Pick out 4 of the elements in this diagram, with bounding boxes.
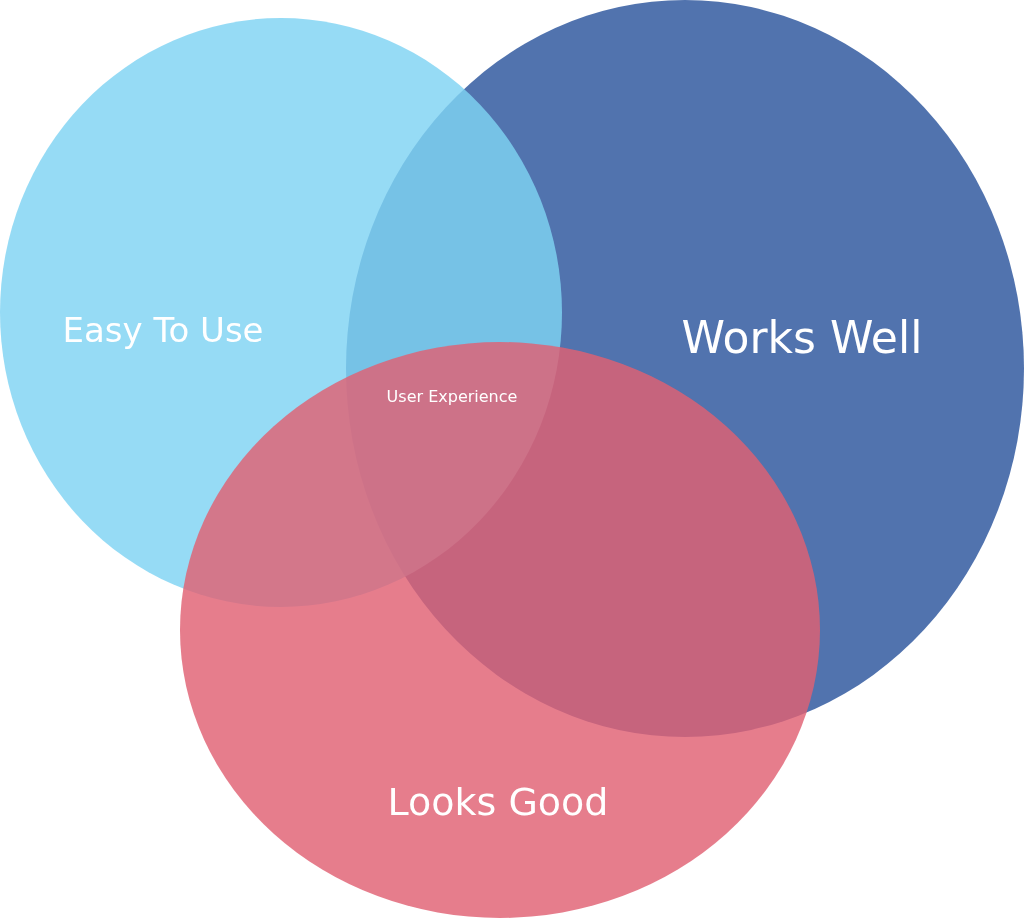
circle-label: Looks Good [387,780,609,824]
intersection-label: User Experience [386,386,518,406]
circle-label: Works Well [681,311,923,363]
circle-label: Easy To Use [62,310,264,350]
